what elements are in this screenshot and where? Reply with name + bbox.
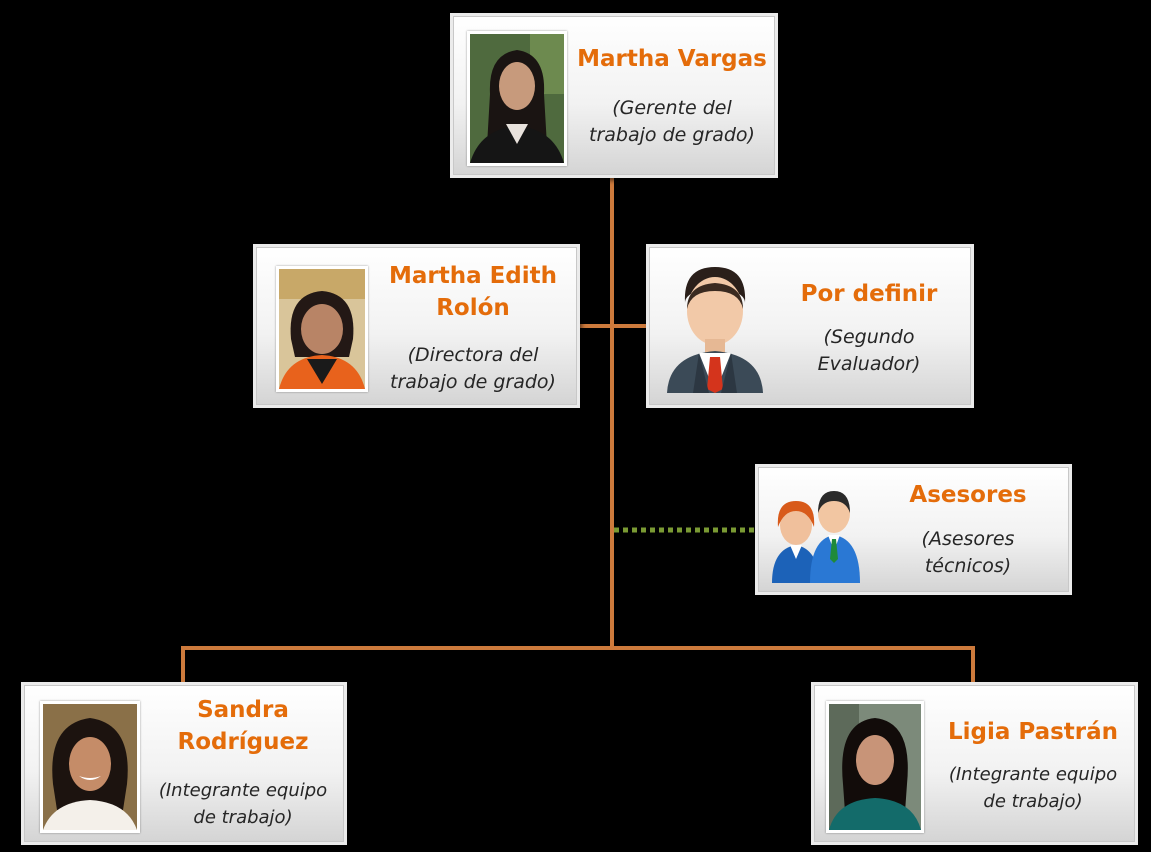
node-name: Ligia Pastrán: [947, 719, 1119, 745]
node-role-line1: (Directora del: [407, 344, 539, 366]
node-role-line2: de trabajo): [193, 807, 293, 828]
avatar-martha-vargas: [467, 31, 567, 166]
node-role-line1: (Integrante equipo: [158, 780, 328, 801]
node-role-line1: (Gerente del: [612, 97, 732, 119]
node-role-line2: trabajo de grado): [390, 371, 556, 393]
avatar-sandra-rodriguez: [40, 701, 140, 833]
node-sandra-rodriguez: Sandra Rodríguez (Integrante equipo de t…: [21, 682, 347, 845]
avatar-martha-rolon: [276, 266, 368, 392]
people-group-icon: [772, 491, 860, 583]
node-name: Por definir: [800, 281, 938, 307]
node-role-line1: (Asesores: [921, 528, 1015, 550]
node-por-definir: Por definir (Segundo Evaluador): [646, 244, 974, 408]
node-name-line1: Martha Edith: [388, 263, 558, 289]
node-role-line1: (Integrante equipo: [948, 764, 1118, 785]
node-role-line2: trabajo de grado): [589, 124, 755, 146]
node-asesores: Asesores (Asesores técnicos): [755, 464, 1072, 595]
node-martha-rolon: Martha Edith Rolón (Directora del trabaj…: [253, 244, 580, 408]
node-name: Martha Vargas: [577, 46, 767, 72]
node-name-line2: Rodríguez: [177, 729, 309, 755]
node-role-line1: (Segundo: [823, 326, 915, 348]
avatar-ligia-pastran: [826, 701, 924, 833]
node-name: Asesores: [909, 482, 1027, 508]
node-name-line2: Rolón: [436, 295, 510, 321]
node-role-line2: Evaluador): [817, 353, 921, 375]
node-ligia-pastran: Ligia Pastrán (Integrante equipo de trab…: [811, 682, 1138, 845]
node-name-line1: Sandra: [197, 697, 289, 723]
person-icon: [667, 267, 763, 393]
node-martha-vargas: Martha Vargas (Gerente del trabajo de gr…: [450, 13, 778, 178]
node-role-line2: técnicos): [924, 555, 1012, 577]
node-role-line2: de trabajo): [983, 791, 1083, 812]
